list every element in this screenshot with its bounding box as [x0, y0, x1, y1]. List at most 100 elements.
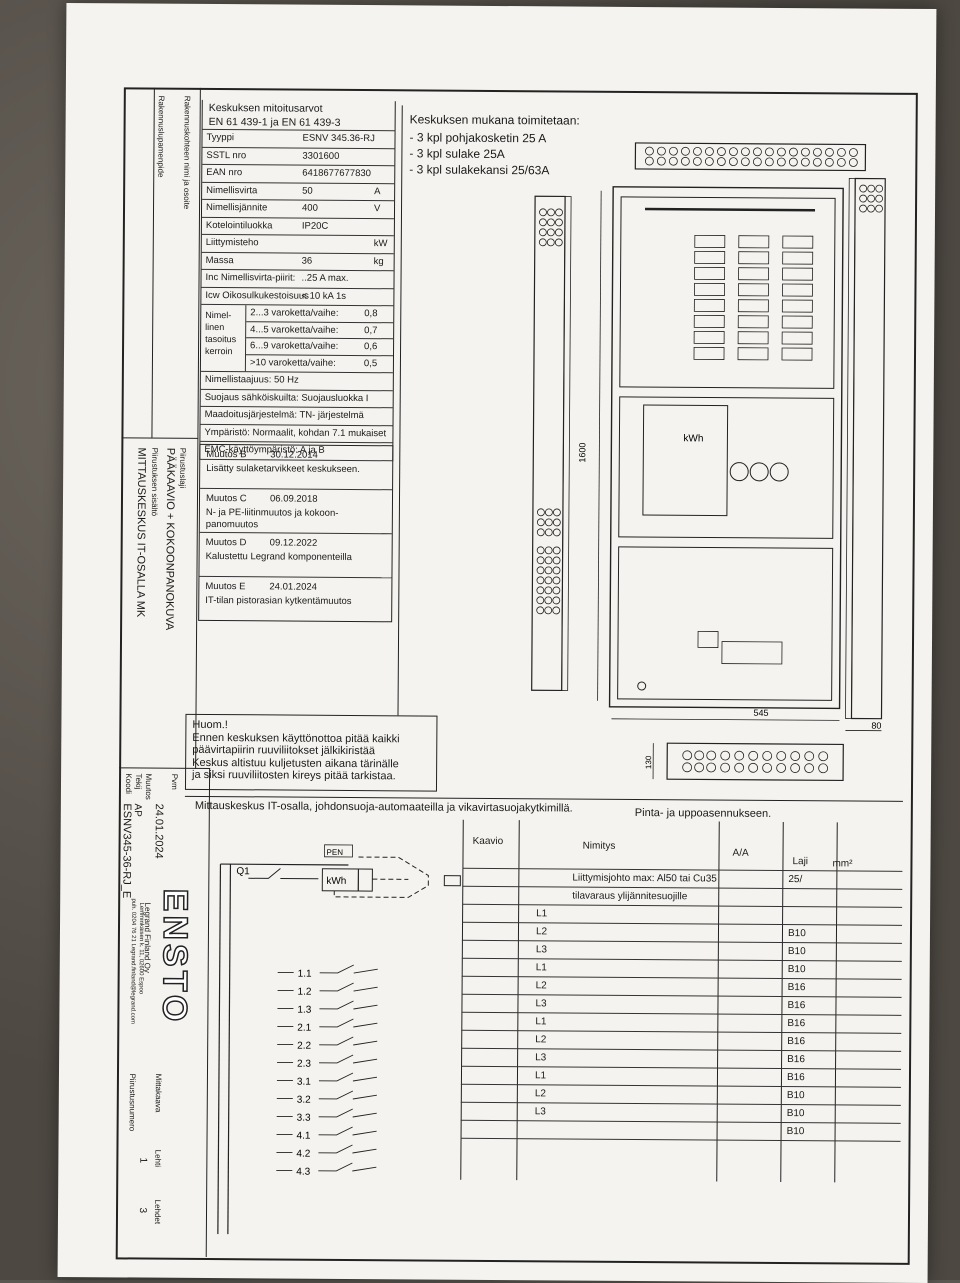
ratings-row: EAN nro 6418677677830: [202, 165, 394, 184]
cable-gland: [849, 158, 857, 166]
drawing-sheet: Rakennuslupamenpide Rakennuskohteen nimi…: [58, 3, 937, 1283]
schematic-circuit-label: 4.2: [296, 1149, 310, 1160]
cable-gland: [729, 148, 737, 156]
ratings-tail-row: Maadoitusjärjestelmä: TN- järjestelmä: [201, 407, 393, 426]
ratings-tail-text: Ympäristö: Normaalit, kohdan 7.1 mukaise…: [204, 426, 386, 438]
ratings-row-value: ..25 A max.: [302, 273, 349, 284]
cable-gland: [537, 597, 544, 604]
ratings-row-value: IP20C: [302, 220, 328, 231]
breaker-module: [783, 236, 813, 248]
cable-gland: [537, 567, 544, 574]
cable-gland: [717, 148, 725, 156]
ratings-row: Inc Nimellisvirta-piirit: ..25 A max.: [201, 270, 393, 289]
bom-table: Kaavio Nimitys A/A Laji mm² Liittymisjoh…: [460, 820, 903, 1183]
change-text: N- ja PE-liitinmuutos ja kokoon- panomuu…: [206, 507, 339, 532]
change-entry: Muutos D 09.12.2022 Kalustettu Legrand k…: [199, 533, 391, 578]
bom-cell-aa: B16: [787, 1072, 805, 1083]
breaker-module: [739, 268, 769, 280]
cable-gland: [537, 509, 544, 516]
cable-gland: [545, 577, 552, 584]
breaker-module: [695, 251, 725, 263]
cable-gland: [539, 239, 546, 246]
cable-gland: [669, 157, 677, 165]
bom-cell-kaavio: L1: [536, 962, 547, 973]
ratings-tail-text: Maadoitusjärjestelmä: TN- järjestelmä: [205, 409, 364, 421]
cable-gland: [553, 529, 560, 536]
change-date: 06.09.2018: [270, 493, 318, 504]
factor-row: 2...3 varoketta/vaihe: 0,8: [246, 305, 393, 323]
factor-row-value: 0,5: [364, 358, 377, 369]
ratings-header-1: Keskuksen mitoitusarvot: [209, 102, 323, 115]
schematic-circuit-label: 3.2: [297, 1095, 311, 1106]
tekij-value: AP: [132, 803, 143, 816]
cable-gland: [539, 219, 546, 226]
breaker-module: [782, 332, 812, 344]
ratings-row-unit: A: [374, 186, 380, 197]
cable-gland: [537, 557, 544, 564]
dim-width: 545: [753, 708, 768, 718]
cable-gland: [545, 597, 552, 604]
cable-gland: [539, 229, 546, 236]
cable-gland: [547, 239, 554, 246]
cable-gland: [791, 752, 800, 761]
schematic-circuit-label: 1.1: [298, 969, 312, 980]
bom-cell-aa: B16: [787, 1036, 805, 1047]
side-label-rakennuskohde: Rakennuskohteen nimi ja osoite: [182, 96, 192, 209]
ratings-row-unit: kg: [374, 256, 384, 267]
bom-header-laji: Laji: [792, 856, 808, 867]
ratings-row-label: Liittymisteho: [206, 237, 259, 248]
cable-gland: [547, 229, 554, 236]
bom-cell-aa: B16: [788, 982, 806, 993]
bom-cell-aa: B16: [787, 1000, 805, 1011]
dim-bottom: 130: [644, 755, 653, 769]
delivery-title: Keskuksen mukana toimitetaan:: [410, 111, 580, 128]
schematic-circuit-line: [277, 1018, 377, 1027]
cable-gland: [693, 147, 701, 155]
ratings-row: Tyyppi ESNV 345.36-RJ: [202, 130, 394, 149]
piirustusnumero-label: Piirustusnumero: [128, 1073, 137, 1131]
pvm-label: Pvm: [170, 774, 179, 790]
bom-header-kaavio: Kaavio: [473, 836, 504, 847]
breaker-module: [695, 235, 725, 247]
cable-gland: [693, 157, 701, 165]
change-title: Muutos E: [205, 581, 245, 592]
cable-gland: [876, 185, 883, 192]
cable-gland: [553, 567, 560, 574]
cable-gland: [837, 158, 845, 166]
cable-gland: [553, 557, 560, 564]
cable-gland: [537, 577, 544, 584]
cable-gland: [735, 751, 744, 760]
cable-gland: [645, 147, 653, 155]
bom-cell-aa: B10: [787, 1090, 805, 1101]
schematic-circuit-label: 4.1: [297, 1131, 311, 1142]
cable-gland: [876, 205, 883, 212]
cable-gland: [545, 567, 552, 574]
ratings-tail-text: Suojaus sähköiskuilta: Suojausluokka I: [205, 391, 369, 403]
cable-gland: [545, 557, 552, 564]
cable-gland: [805, 764, 814, 773]
company-contact: puh. 0204 76 21 Legrand.finland@legrand.…: [129, 898, 136, 1024]
lehti-label: Lehti: [153, 1150, 162, 1167]
bom-cell-aa: B16: [787, 1018, 805, 1029]
cable-gland: [555, 229, 562, 236]
bom-header-mm2: mm²: [832, 858, 852, 869]
schematic-circuit-line: [276, 1162, 376, 1171]
lehdet-value: 3: [137, 1208, 148, 1214]
cable-gland: [721, 763, 730, 772]
cable-gland: [741, 148, 749, 156]
cable-gland: [695, 763, 704, 772]
lehdet-label: Lehdet: [153, 1200, 162, 1225]
cable-gland: [753, 148, 761, 156]
ratings-row-label: Tyyppi: [206, 132, 234, 143]
cable-gland: [763, 751, 772, 760]
cable-gland: [819, 764, 828, 773]
change-title: Muutos D: [206, 537, 247, 548]
koodi-value: ESNV345-36-RJ_E: [120, 803, 133, 898]
cable-gland: [545, 519, 552, 526]
schematic-circuit-line: [277, 1036, 377, 1045]
panel-description: Mittauskeskus IT-osalla, johdonsuoja-aut…: [195, 800, 573, 816]
schematic-circuit-label: 1.2: [298, 987, 312, 998]
ratings-row-label: Nimellisvirta: [206, 184, 257, 195]
ratings-row-value: 36: [302, 255, 313, 266]
cable-gland: [555, 219, 562, 226]
